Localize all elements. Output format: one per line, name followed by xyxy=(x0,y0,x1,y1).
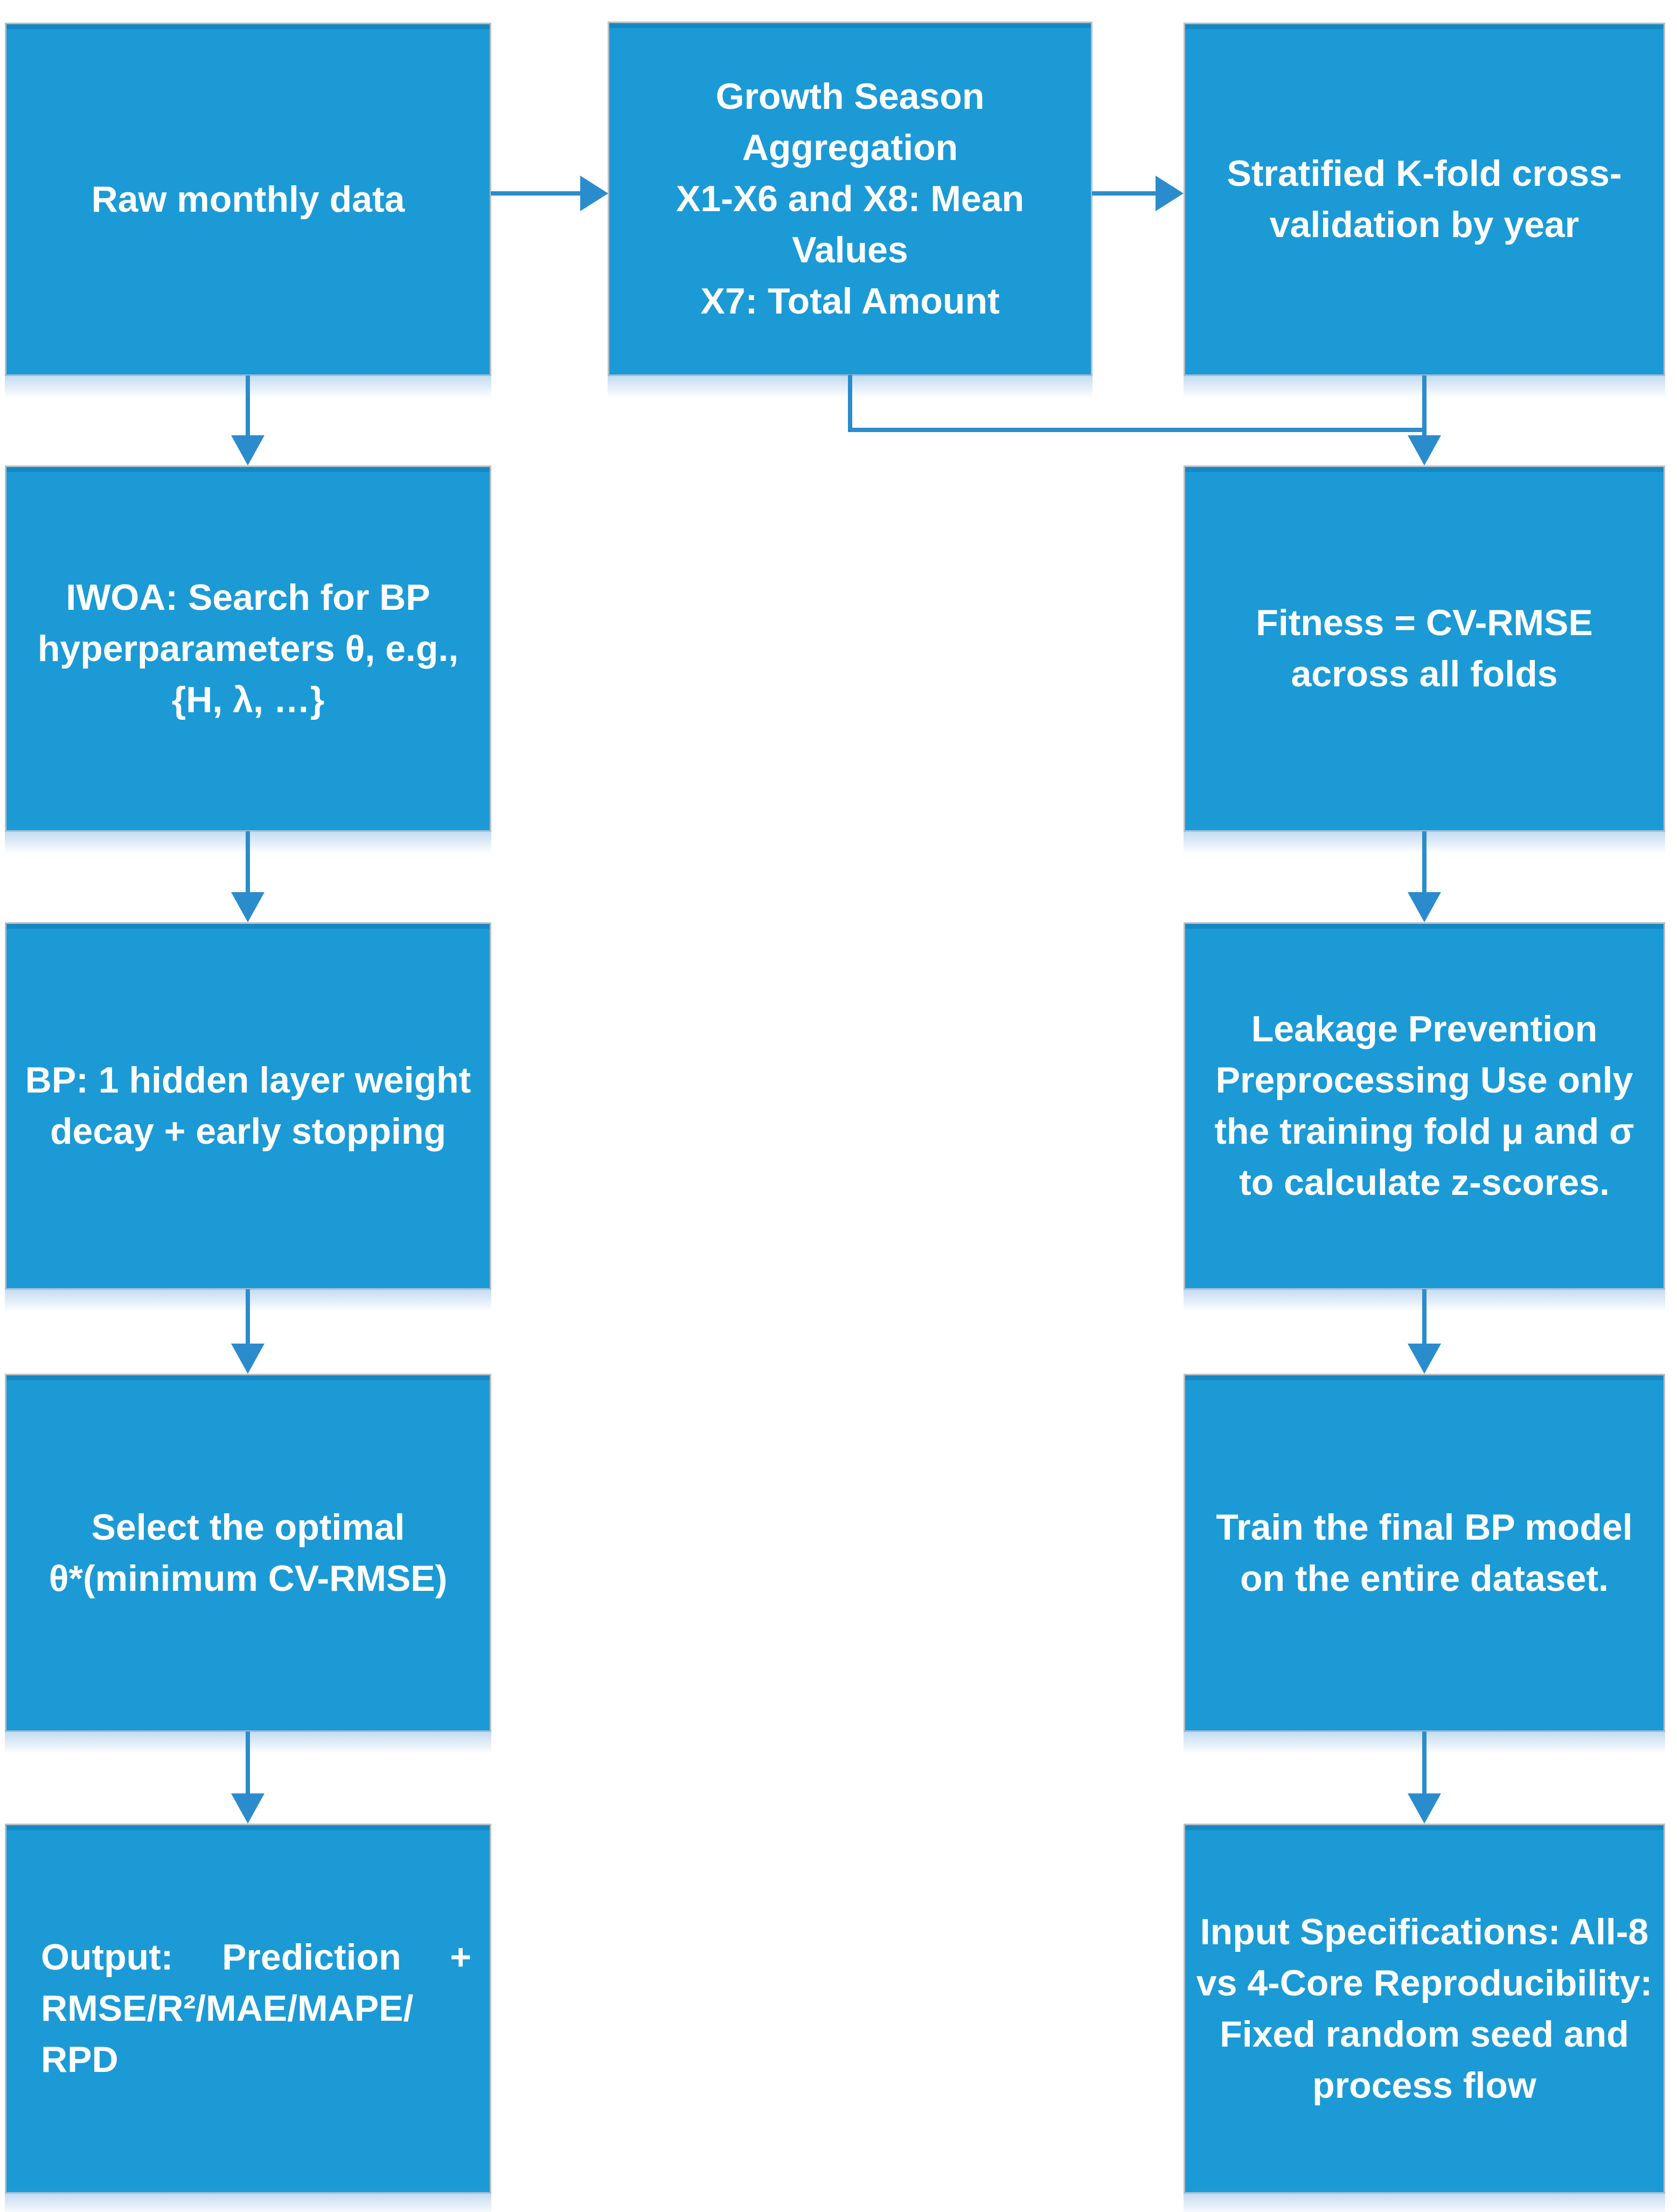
arrowhead-right-icon xyxy=(580,176,608,211)
box-text-line: Fixed random seed and xyxy=(1220,2013,1629,2055)
box-leakage-prevention: Leakage Prevention Preprocessing Use onl… xyxy=(1184,922,1665,1312)
box-text-line: Train the final BP model xyxy=(1216,1506,1633,1548)
box-text-line: to calculate z-scores. xyxy=(1239,1162,1610,1203)
output-word: Prediction xyxy=(222,1937,401,1978)
connector-growth-to-fitness-segment xyxy=(848,428,1427,432)
box-bp-hidden-layer: BP: 1 hidden layer weight decay + early … xyxy=(5,922,491,1312)
box-input-specifications: Input Specifications: All-8 vs 4-Core Re… xyxy=(1184,1824,1665,2212)
box-select-optimal-theta: Select the optimal θ*(minimum CV-RMSE) xyxy=(5,1374,491,1754)
output-word: + xyxy=(450,1937,471,1978)
box-text-line: RMSE/R²/MAE/MAPE/ xyxy=(41,1988,414,2029)
box-text-line: θ*(minimum CV-RMSE) xyxy=(48,1557,448,1599)
box-fitness-cv-rmse: Fitness = CV-RMSE across all folds xyxy=(1184,465,1665,854)
box-text-line: Aggregation xyxy=(742,127,958,168)
arrow-iwoa-to-bp xyxy=(246,831,250,893)
box-text-line: Output: Prediction + xyxy=(41,1932,471,1983)
connector-growth-down-segment xyxy=(848,375,852,432)
box-train-final-bp: Train the final BP model on the entire d… xyxy=(1184,1374,1665,1754)
arrow-leakage-to-train xyxy=(1422,1289,1427,1345)
box-text-line: IWOA: Search for BP xyxy=(66,576,430,618)
box-text-line: vs 4-Core Reproducibility: xyxy=(1196,1962,1653,2004)
box-text-line: {H, λ, …} xyxy=(171,679,325,720)
arrow-raw-to-iwoa xyxy=(246,375,250,436)
box-iwoa-search: IWOA: Search for BP hyperparameters θ, e… xyxy=(5,465,491,854)
arrowhead-down-icon xyxy=(1408,1793,1441,1824)
box-text-line: Input Specifications: All-8 xyxy=(1200,1911,1649,1952)
arrowhead-down-icon xyxy=(1408,892,1441,922)
box-text-line: Fitness = CV-RMSE xyxy=(1256,602,1593,643)
box-text-line: process flow xyxy=(1312,2064,1536,2106)
box-output-metrics: Output: Prediction + RMSE/R²/MAE/MAPE/ R… xyxy=(5,1824,491,2212)
arrowhead-right-icon xyxy=(1156,176,1184,211)
arrow-fitness-to-leakage xyxy=(1422,831,1427,893)
box-growth-season-aggregation: Growth Season Aggregation X1-X6 and X8: … xyxy=(608,22,1093,398)
box-text-line: Preprocessing Use only xyxy=(1215,1060,1633,1101)
arrowhead-down-icon xyxy=(231,1793,265,1824)
arrow-growth-to-stratified xyxy=(1092,191,1157,196)
box-raw-monthly-data: Raw monthly data xyxy=(5,23,491,398)
arrow-bp-to-select xyxy=(246,1289,250,1345)
output-word: Output: xyxy=(41,1937,173,1978)
box-text-line: Values xyxy=(792,229,908,270)
box-text-line: RPD xyxy=(41,2039,119,2080)
box-text-line: validation by year xyxy=(1269,204,1579,245)
arrowhead-down-icon xyxy=(231,435,265,465)
arrow-select-to-output xyxy=(246,1731,250,1794)
box-text-line: on the entire dataset. xyxy=(1240,1557,1609,1599)
arrowhead-down-icon xyxy=(1408,435,1441,465)
box-text-line: Select the optimal xyxy=(91,1506,405,1548)
arrow-stratified-to-fitness xyxy=(1422,375,1427,435)
box-text-line: X7: Total Amount xyxy=(700,280,1000,322)
arrowhead-down-icon xyxy=(231,1344,265,1374)
box-text-line: the training fold μ and σ xyxy=(1214,1111,1634,1152)
box-text-line: hyperparameters θ, e.g., xyxy=(37,628,459,669)
box-text-line: Leakage Prevention xyxy=(1251,1008,1598,1049)
box-text-line: Stratified K-fold cross- xyxy=(1227,153,1622,194)
arrowhead-down-icon xyxy=(231,892,265,922)
box-stratified-kfold: Stratified K-fold cross- validation by y… xyxy=(1184,23,1665,398)
box-text-line: decay + early stopping xyxy=(50,1111,447,1152)
box-text-line: BP: 1 hidden layer weight xyxy=(25,1060,471,1101)
box-text-line: across all folds xyxy=(1291,653,1558,694)
box-text-line: X1-X6 and X8: Mean xyxy=(676,178,1025,219)
box-text-line: Growth Season xyxy=(715,75,985,117)
box-text-line: Raw monthly data xyxy=(91,178,405,220)
arrowhead-down-icon xyxy=(1408,1344,1441,1374)
arrow-train-to-inputspec xyxy=(1422,1731,1427,1794)
arrow-raw-to-growth xyxy=(491,191,581,196)
